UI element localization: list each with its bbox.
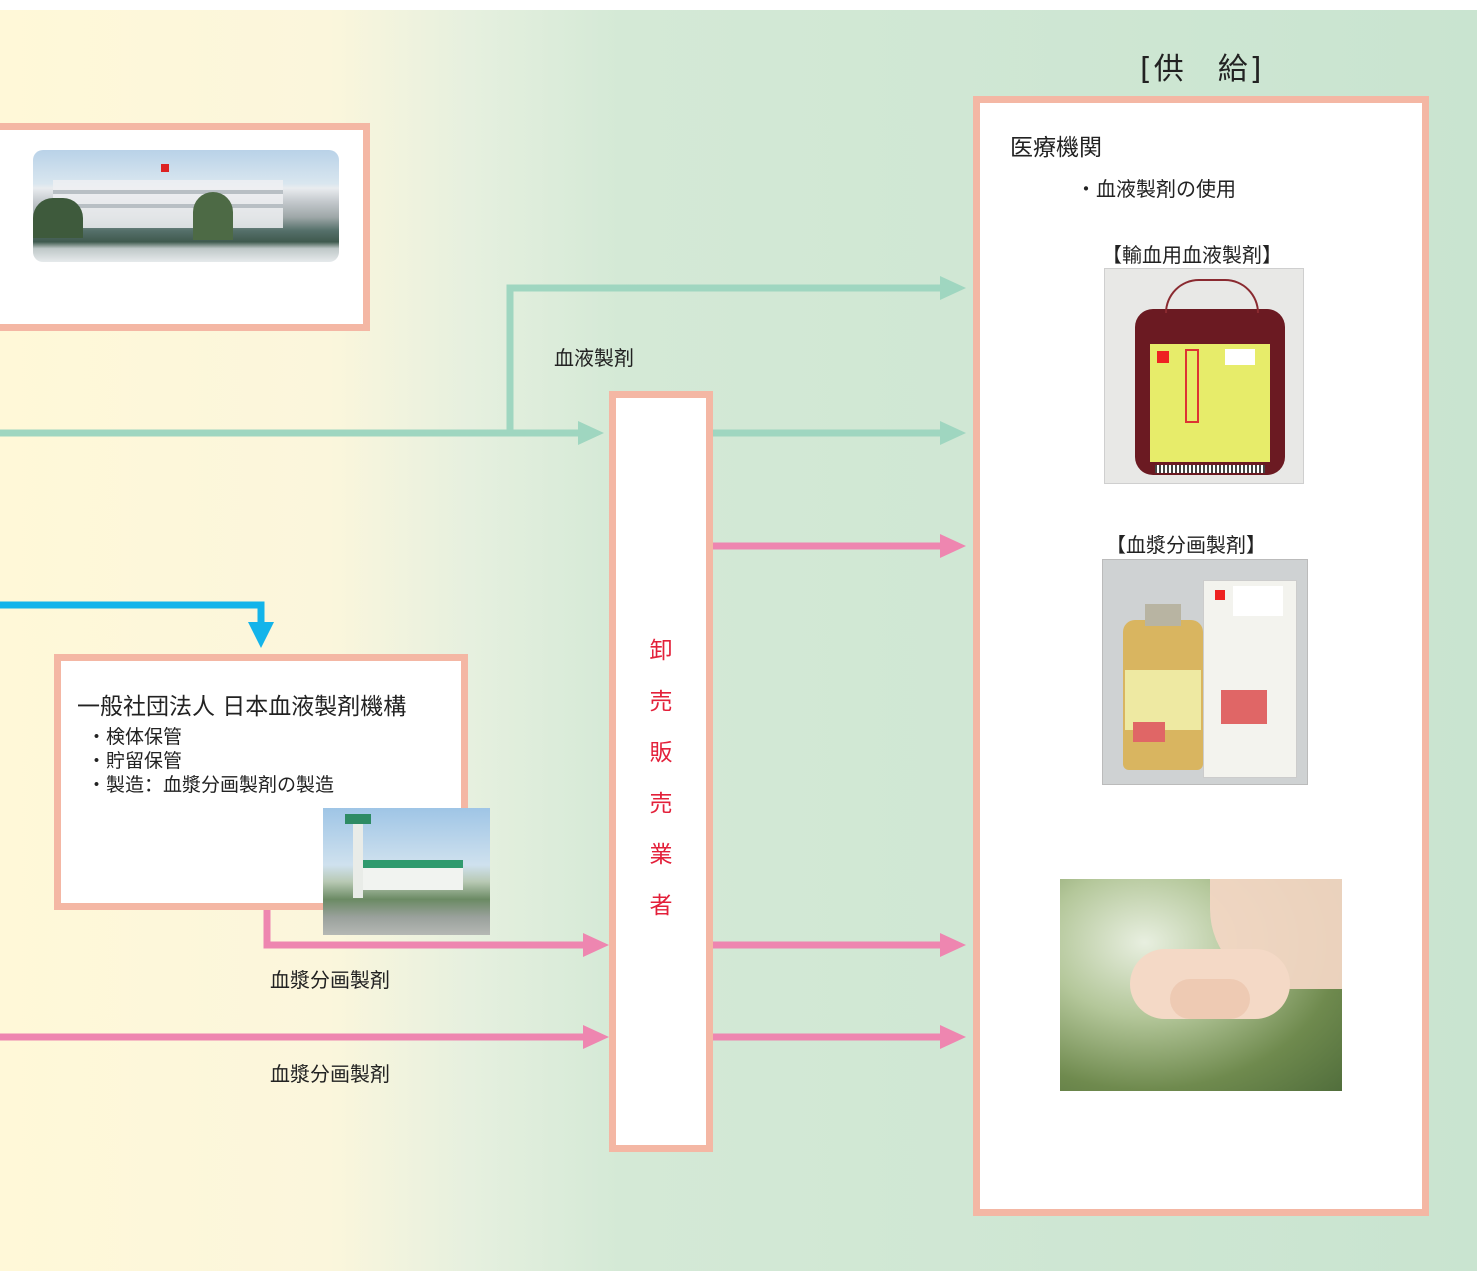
wholesaler-box: 卸 売 販 売 業 者 <box>609 391 713 1152</box>
jb-title: 一般社団法人 日本血液製剤機構 <box>77 694 407 720</box>
pink-arrowhead-2 <box>583 933 609 957</box>
wholesaler-char: 売 <box>649 689 673 715</box>
medical-title: 医療機関 <box>1010 135 1102 161</box>
jb-item: ・検体保管 <box>87 726 183 748</box>
pink-arrowhead-3 <box>940 933 966 957</box>
blue-arrowhead <box>248 622 274 648</box>
jb-building-photo <box>323 808 490 935</box>
jb-item: ・製造：血漿分画製剤の製造 <box>87 774 335 796</box>
wholesaler-label: 卸 売 販 売 業 者 <box>616 626 706 932</box>
facility-photo <box>33 150 339 262</box>
hands-photo <box>1060 879 1342 1091</box>
teal-arrowhead-1 <box>940 276 966 300</box>
medical-use-text: ・血液製剤の使用 <box>1076 177 1236 201</box>
blood-products-flow-label: 血液製剤 <box>554 346 634 370</box>
fraction-flow-label-1: 血漿分画製剤 <box>270 968 390 992</box>
pink-arrowhead-4 <box>583 1025 609 1049</box>
facility-box <box>0 123 370 331</box>
wholesaler-char: 卸 <box>649 638 673 664</box>
plasma-product-photo <box>1102 559 1308 785</box>
supply-title: [供 給] <box>1140 52 1264 87</box>
wholesaler-char: 者 <box>649 893 673 919</box>
teal-arrowhead-3 <box>940 421 966 445</box>
medical-institution-box: 医療機関 ・血液製剤の使用 【輸血用血液製剤】 【血漿分画製剤】 <box>973 96 1429 1216</box>
wholesaler-char: 業 <box>649 842 673 868</box>
fraction-flow-label-2: 血漿分画製剤 <box>270 1062 390 1086</box>
transfusion-label: 【輸血用血液製剤】 <box>1102 243 1282 267</box>
teal-arrowhead-2 <box>578 421 604 445</box>
teal-line-branch <box>506 284 945 433</box>
blood-bag-photo <box>1104 268 1304 484</box>
wholesaler-char: 売 <box>649 791 673 817</box>
fraction-label: 【血漿分画製剤】 <box>1106 533 1266 557</box>
jb-item: ・貯留保管 <box>87 750 183 772</box>
pink-arrowhead-1 <box>940 534 966 558</box>
wholesaler-char: 販 <box>649 740 673 766</box>
pink-line-jb <box>263 908 590 949</box>
pink-arrowhead-5 <box>940 1025 966 1049</box>
blue-line <box>0 601 265 625</box>
